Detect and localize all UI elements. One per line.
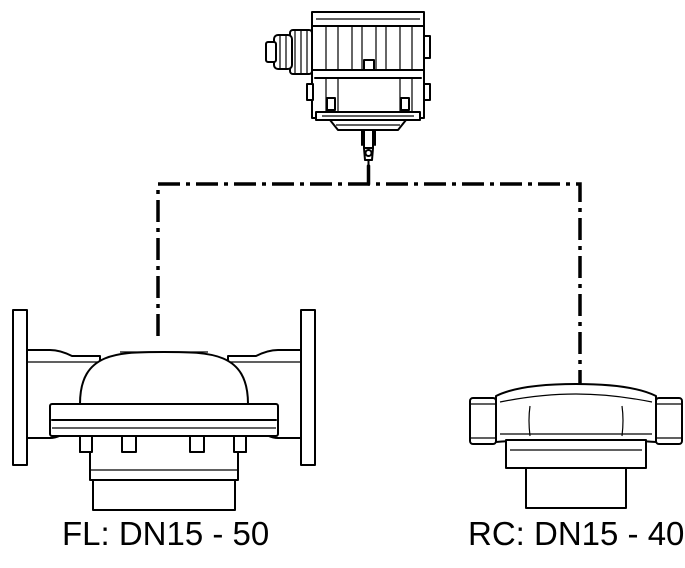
left-flange bbox=[12, 309, 28, 466]
right-flange bbox=[300, 309, 316, 466]
threaded-flowmeter bbox=[469, 383, 683, 509]
threaded-caption: RC: DN15 - 40 bbox=[468, 515, 685, 552]
left-threaded-end bbox=[469, 397, 497, 445]
flanged-caption: FL: DN15 - 50 bbox=[62, 515, 270, 552]
remote-cable bbox=[156, 164, 582, 384]
sensor-dome bbox=[79, 351, 249, 405]
rc-bottom-cover bbox=[525, 467, 627, 509]
transmitter-unit bbox=[265, 11, 431, 167]
rc-lower-housing bbox=[505, 439, 647, 469]
sensor-stem bbox=[361, 129, 376, 167]
right-threaded-end bbox=[655, 397, 683, 445]
lower-housing bbox=[89, 435, 239, 481]
flanged-flowmeter bbox=[12, 309, 316, 511]
bottom-cover bbox=[92, 479, 236, 511]
cable-gland bbox=[265, 29, 313, 75]
